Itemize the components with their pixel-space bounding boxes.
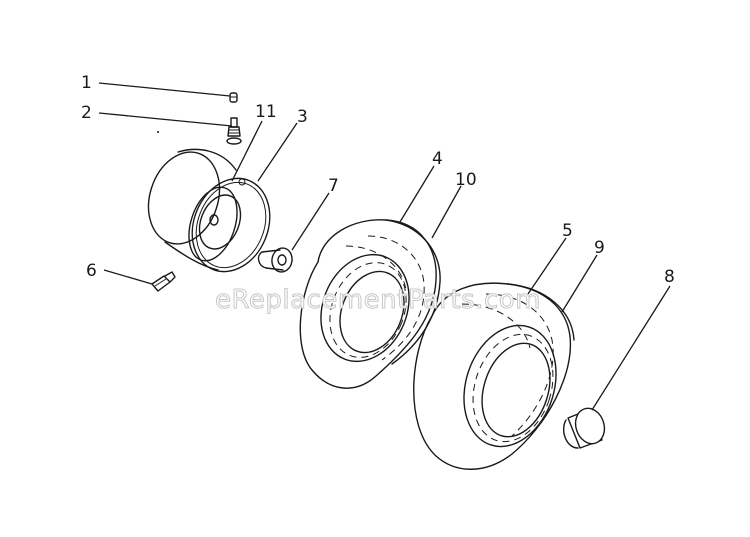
callout-11: 11 (255, 102, 277, 122)
part-bushing (257, 247, 293, 273)
callout-5: 5 (562, 221, 573, 241)
part-valve-cap (229, 92, 238, 103)
callout-7: 7 (328, 176, 339, 196)
part-tire-rear (413, 282, 575, 470)
callout-3: 3 (297, 107, 308, 127)
watermark-text: eReplacementParts.com (215, 285, 541, 315)
callout-9: 9 (594, 238, 605, 258)
callout-10: 10 (455, 170, 477, 190)
part-hub-spacer (562, 407, 606, 449)
callout-1: 1 (81, 73, 92, 93)
part-grease-fitting (151, 271, 176, 292)
callout-6: 6 (86, 261, 97, 281)
callout-2: 2 (81, 103, 92, 123)
callout-numbers: 1 2 11 3 6 7 4 10 5 9 8 (81, 73, 675, 287)
callout-4: 4 (432, 149, 443, 169)
leader-lines (98, 82, 671, 411)
part-tire-front (299, 219, 441, 389)
part-valve-stem (226, 117, 242, 145)
speck-dot (157, 131, 159, 133)
callout-8: 8 (664, 267, 675, 287)
part-wheel-rim (147, 148, 271, 273)
